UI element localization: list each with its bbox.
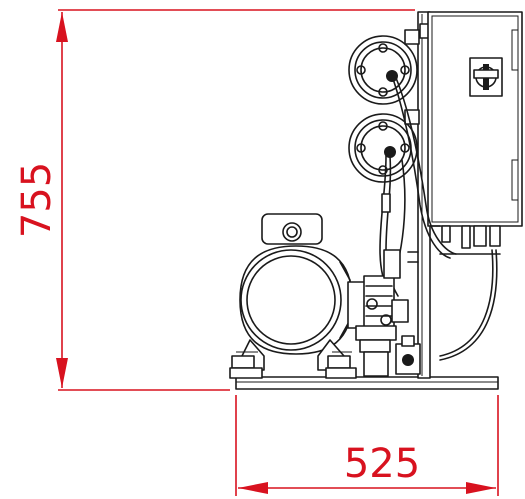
- width-dimension-value: 525: [344, 441, 420, 487]
- control-box: [427, 11, 523, 255]
- height-dimension-value: 755: [14, 162, 60, 238]
- base-plate: [235, 376, 499, 390]
- height-arrow-bottom: [56, 358, 68, 388]
- electric-motor: [229, 213, 357, 379]
- height-dimension: 755: [14, 9, 415, 391]
- width-arrow-left: [238, 482, 268, 494]
- pump-head: [347, 275, 409, 377]
- pressure-gauge-bottom: [348, 109, 420, 183]
- valve-fitting: [383, 225, 441, 375]
- pump-unit-drawing: [229, 11, 523, 390]
- height-arrow-top: [56, 12, 68, 42]
- width-arrow-right: [466, 482, 496, 494]
- width-dimension: 525: [235, 395, 499, 496]
- pressure-gauge-top: [348, 29, 420, 105]
- main-switch: [469, 57, 503, 97]
